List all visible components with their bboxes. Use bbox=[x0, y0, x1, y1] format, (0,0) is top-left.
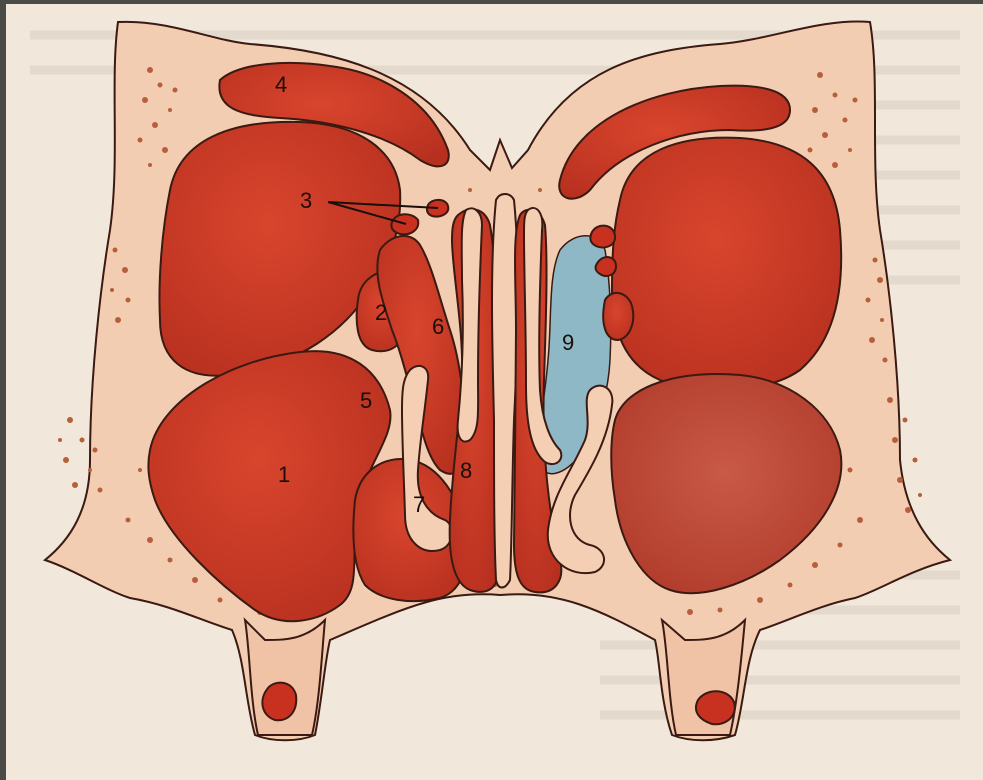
label-9: 9 bbox=[562, 330, 574, 355]
label-2: 2 bbox=[375, 300, 387, 325]
label-1: 1 bbox=[278, 462, 290, 487]
right-orbit-region bbox=[612, 138, 841, 391]
label-4: 4 bbox=[275, 72, 287, 97]
right-ethmoid-cell bbox=[603, 293, 633, 340]
label-7: 7 bbox=[413, 492, 425, 517]
label-5: 5 bbox=[360, 388, 372, 413]
right-ethmoid-small-cell-b bbox=[596, 257, 616, 276]
label-6: 6 bbox=[432, 314, 444, 339]
right-ethmoid-small-cell-a bbox=[590, 226, 615, 248]
label-3: 3 bbox=[300, 188, 312, 213]
label-8: 8 bbox=[460, 458, 472, 483]
